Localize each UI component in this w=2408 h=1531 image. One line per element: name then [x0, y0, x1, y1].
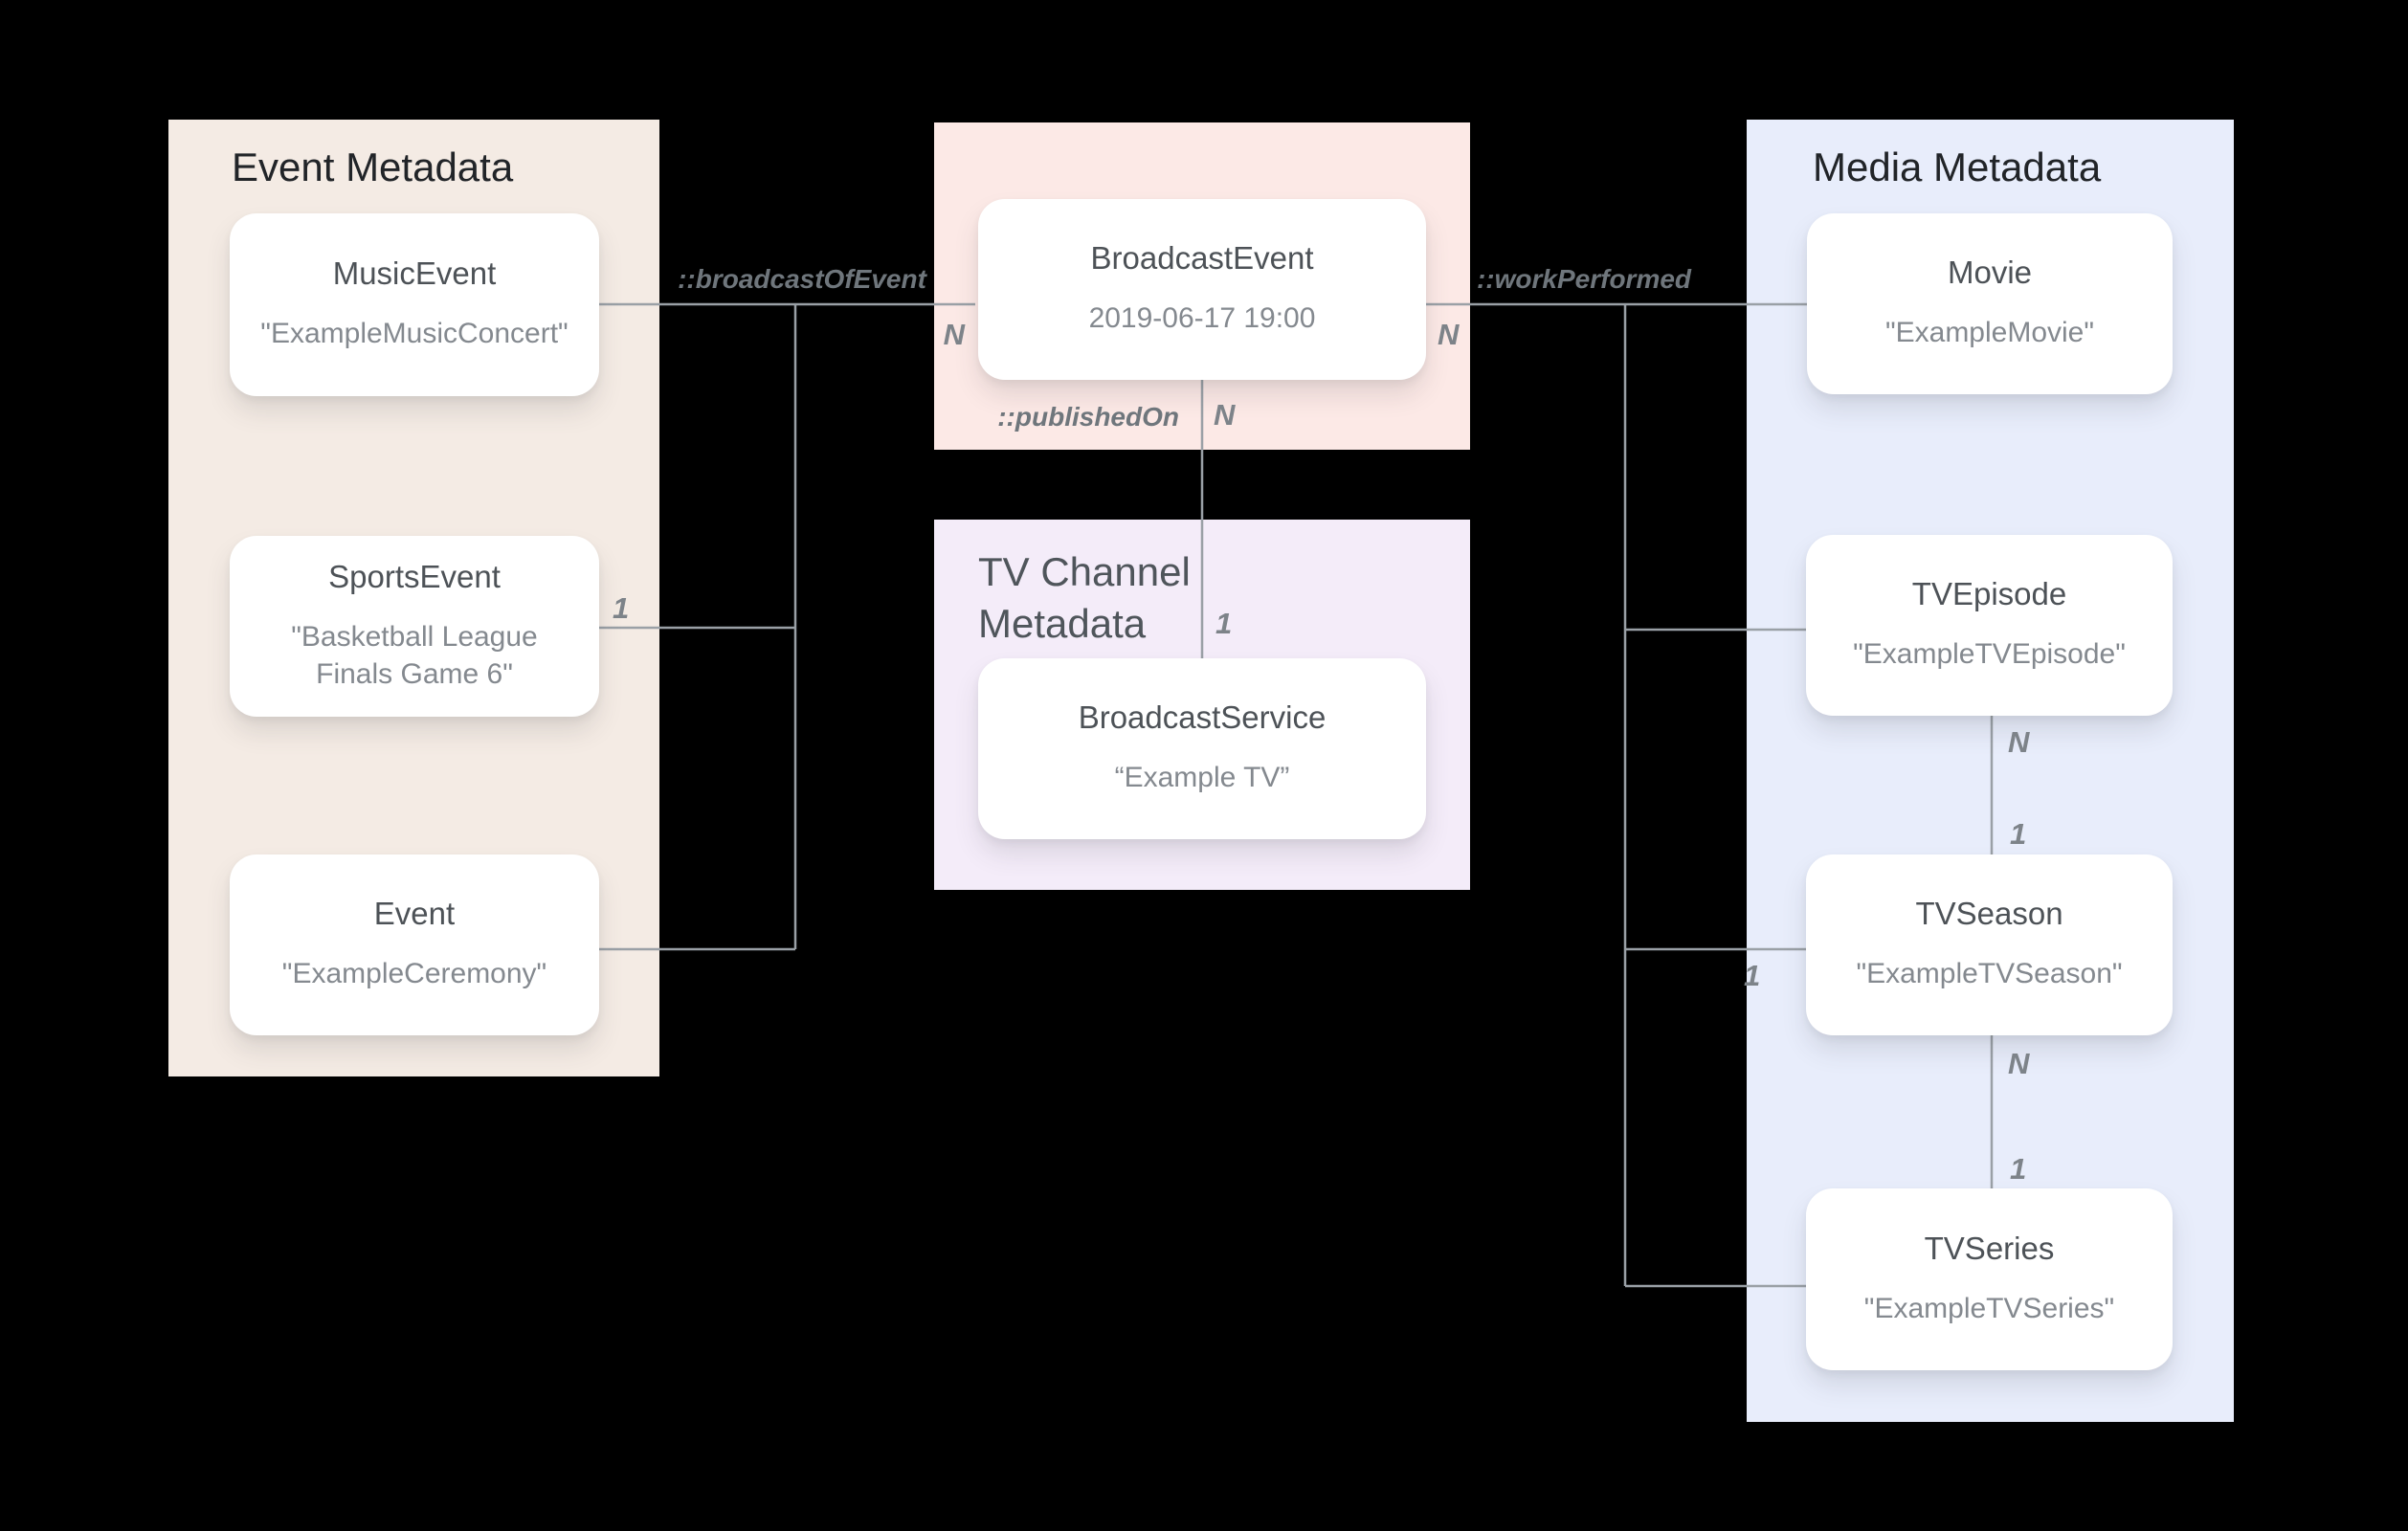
- card-broadcast-service: BroadcastService “Example TV”: [978, 658, 1426, 839]
- card-value: “Example TV”: [1114, 762, 1290, 793]
- card-title: BroadcastEvent: [1090, 240, 1314, 276]
- event-metadata-title: Event Metadata: [232, 144, 514, 189]
- card-value: "ExampleCeremony": [281, 958, 547, 989]
- card-event: Event "ExampleCeremony": [230, 854, 599, 1035]
- card-value: "ExampleTVSeries": [1863, 1292, 2115, 1324]
- multiplicity-n-broadcast-of-event: N: [943, 318, 965, 351]
- card-title: SportsEvent: [328, 558, 501, 594]
- card-title: MusicEvent: [332, 255, 497, 291]
- card-title: BroadcastService: [1078, 699, 1327, 735]
- edge-label-published-on: ::publishedOn: [997, 402, 1179, 432]
- card-movie: Movie "ExampleMovie": [1807, 213, 2173, 394]
- edge-label-broadcast-of-event: ::broadcastOfEvent: [678, 264, 926, 294]
- card-title: TVSeason: [1915, 896, 2063, 931]
- card-tv-season: TVSeason "ExampleTVSeason": [1806, 854, 2173, 1035]
- multiplicity-n-work-performed: N: [1438, 318, 1460, 351]
- media-metadata-title: Media Metadata: [1813, 144, 2102, 189]
- card-sports-event: SportsEvent "Basketball League Finals Ga…: [230, 536, 599, 717]
- multiplicity-1-published-on: 1: [1215, 607, 1233, 640]
- card-value: 2019-06-17 19:00: [1088, 302, 1316, 334]
- multiplicity-n-season-series: N: [2008, 1047, 2030, 1080]
- card-value: "ExampleMovie": [1884, 317, 2095, 348]
- card-title: Event: [373, 896, 456, 931]
- card-title: Movie: [1947, 255, 2033, 290]
- card-value: "Basketball League Finals Game 6": [291, 620, 538, 690]
- card-tv-series: TVSeries "ExampleTVSeries": [1806, 1188, 2173, 1370]
- multiplicity-n-episode-season: N: [2008, 725, 2030, 759]
- card-value: "ExampleMusicConcert": [260, 318, 569, 349]
- card-broadcast-event: BroadcastEvent 2019-06-17 19:00: [978, 199, 1426, 380]
- card-title: TVSeries: [1924, 1230, 2055, 1266]
- multiplicity-n-published-on: N: [1214, 398, 1236, 432]
- card-title: TVEpisode: [1911, 576, 2067, 611]
- card-tv-episode: TVEpisode "ExampleTVEpisode": [1806, 535, 2173, 716]
- multiplicity-1-episode-season: 1: [2010, 817, 2027, 851]
- card-value: "ExampleTVEpisode": [1853, 638, 2126, 670]
- multiplicity-1-season-series: 1: [2010, 1152, 2027, 1186]
- tv-channel-metadata-title: TV Channel Metadata: [978, 549, 1191, 646]
- multiplicity-1-season-branch: 1: [1744, 959, 1761, 992]
- edge-label-work-performed: ::workPerformed: [1476, 264, 1692, 294]
- card-value: "ExampleTVSeason": [1856, 958, 2123, 989]
- multiplicity-1-broadcast-of-event: 1: [613, 591, 630, 625]
- card-music-event: MusicEvent "ExampleMusicConcert": [230, 213, 599, 396]
